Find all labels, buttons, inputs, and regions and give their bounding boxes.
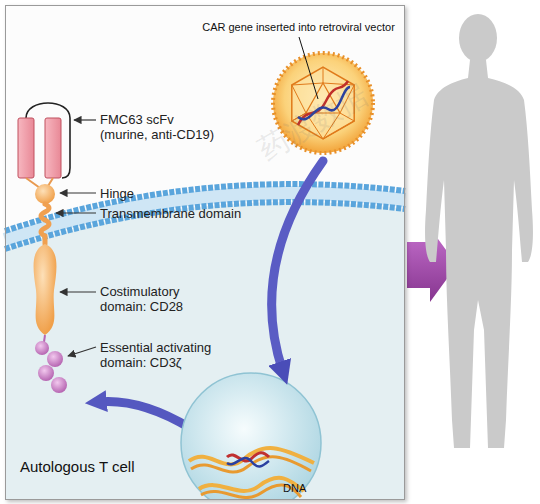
node-text: Autologous T cell [20, 458, 135, 476]
hinge-ball [35, 184, 55, 204]
transduction-arrow [272, 161, 323, 371]
nucleus-node: DNA [179, 371, 323, 500]
cd3z-ball [35, 341, 49, 355]
cell-interior [5, 202, 405, 500]
cd28-domain [34, 244, 57, 335]
nucleus-shape [179, 371, 323, 500]
scfv-chain [18, 118, 34, 178]
cell-panel: Autologous T cell CAR gene inserted into … [5, 5, 405, 500]
part-label: Transmembrane domain [100, 206, 280, 221]
node-text: DNA [283, 482, 306, 495]
part-label: FMC63 scFv (murine, anti-CD19) [100, 112, 222, 142]
scfv-chain [45, 118, 61, 178]
cd3z-ball [51, 377, 67, 393]
part-label: Essential activating domain: CD3ζ [100, 340, 230, 370]
expression-arrow [98, 402, 190, 428]
patient-silhouette [425, 14, 533, 448]
car-receptor [18, 103, 70, 393]
cd3z-ball [47, 351, 63, 367]
pointer-arrows [56, 120, 96, 356]
cd3z-ball [38, 365, 54, 381]
cell-membrane [5, 184, 405, 249]
part-label: Costimulatory domain: CD28 [100, 284, 210, 314]
node-text: CAR gene inserted into retroviral vector [191, 21, 405, 34]
part-label: Hinge [100, 186, 250, 201]
transmembrane-helix [41, 204, 49, 244]
